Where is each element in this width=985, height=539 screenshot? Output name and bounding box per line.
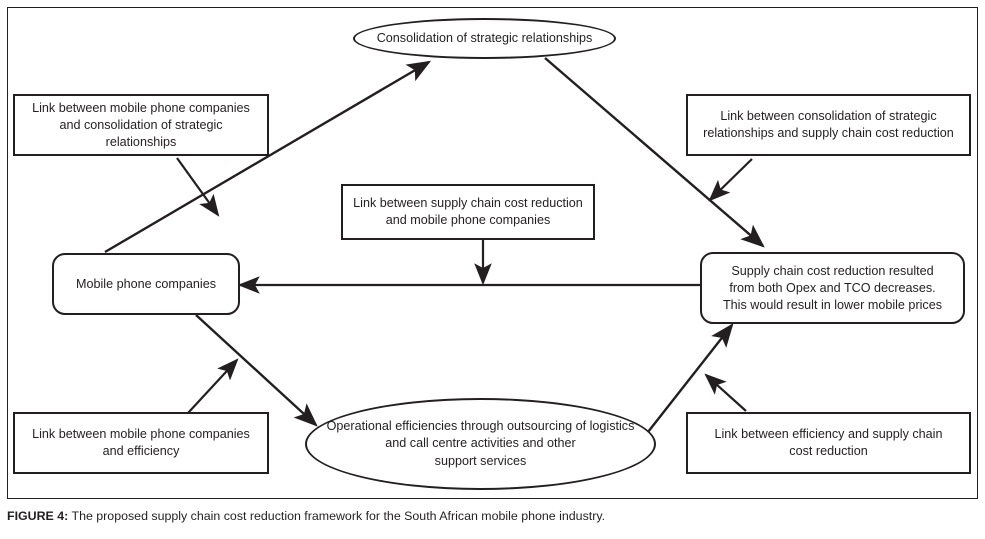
arrow-linkbox-to-phone-efficiency-edge — [187, 358, 239, 414]
node-operational-efficiencies[interactable]: Operational efficiencies through outsour… — [305, 398, 656, 490]
node-link-phone-to-efficiency[interactable]: Link between mobile phone companies and … — [13, 412, 269, 474]
arrow-efficiencies-to-cost-reduction — [647, 323, 734, 433]
node-link-cost-to-phone-label: Link between supply chain cost reduction… — [353, 196, 583, 227]
node-link-phone-to-efficiency-label: Link between mobile phone companies and … — [32, 427, 250, 458]
node-mobile-phone-companies[interactable]: Mobile phone companies — [52, 253, 240, 315]
arrow-phone-to-efficiencies — [195, 314, 318, 427]
node-consolidation-of-strategic-relationships[interactable]: Consolidation of strategic relationships — [353, 18, 616, 59]
node-link-efficiency-to-cost-label: Link between efficiency and supply chain… — [714, 427, 943, 458]
node-link-cost-to-phone[interactable]: Link between supply chain cost reduction… — [341, 184, 595, 240]
figure-caption-text: The proposed supply chain cost reduction… — [68, 509, 606, 523]
diagram-connectors — [104, 57, 765, 433]
node-link-efficiency-to-cost[interactable]: Link between efficiency and supply chain… — [686, 412, 971, 474]
arrow-consolidation-to-cost-reduction — [544, 57, 765, 248]
figure-caption-label: FIGURE 4: — [7, 509, 69, 523]
arrow-linkbox-to-efficiency-cost-edge — [704, 373, 747, 412]
arrow-phone-to-consolidation — [104, 60, 432, 254]
node-link-consolidation-to-cost[interactable]: Link between consolidation of strategic … — [686, 94, 971, 156]
node-supply-chain-cost-reduction-label: Supply chain cost reduction resulted fro… — [722, 263, 943, 312]
node-operational-efficiencies-label: Operational efficiencies through outsour… — [326, 418, 635, 468]
node-link-phone-to-consolidation[interactable]: Link between mobile phone companies and … — [13, 94, 269, 156]
node-consolidation-label: Consolidation of strategic relationships — [376, 30, 593, 45]
node-supply-chain-cost-reduction[interactable]: Supply chain cost reduction resulted fro… — [700, 252, 965, 324]
arrow-linkbox-to-phone-consolidation-edge — [176, 157, 220, 217]
arrow-linkbox-to-consolidation-cost-edge — [708, 158, 753, 202]
node-link-consolidation-to-cost-label: Link between consolidation of strategic … — [703, 109, 954, 140]
node-link-phone-to-consolidation-label: Link between mobile phone companies and … — [32, 100, 250, 149]
node-mobile-phone-companies-label: Mobile phone companies — [75, 276, 217, 291]
figure-caption: FIGURE 4: The proposed supply chain cost… — [7, 508, 978, 524]
